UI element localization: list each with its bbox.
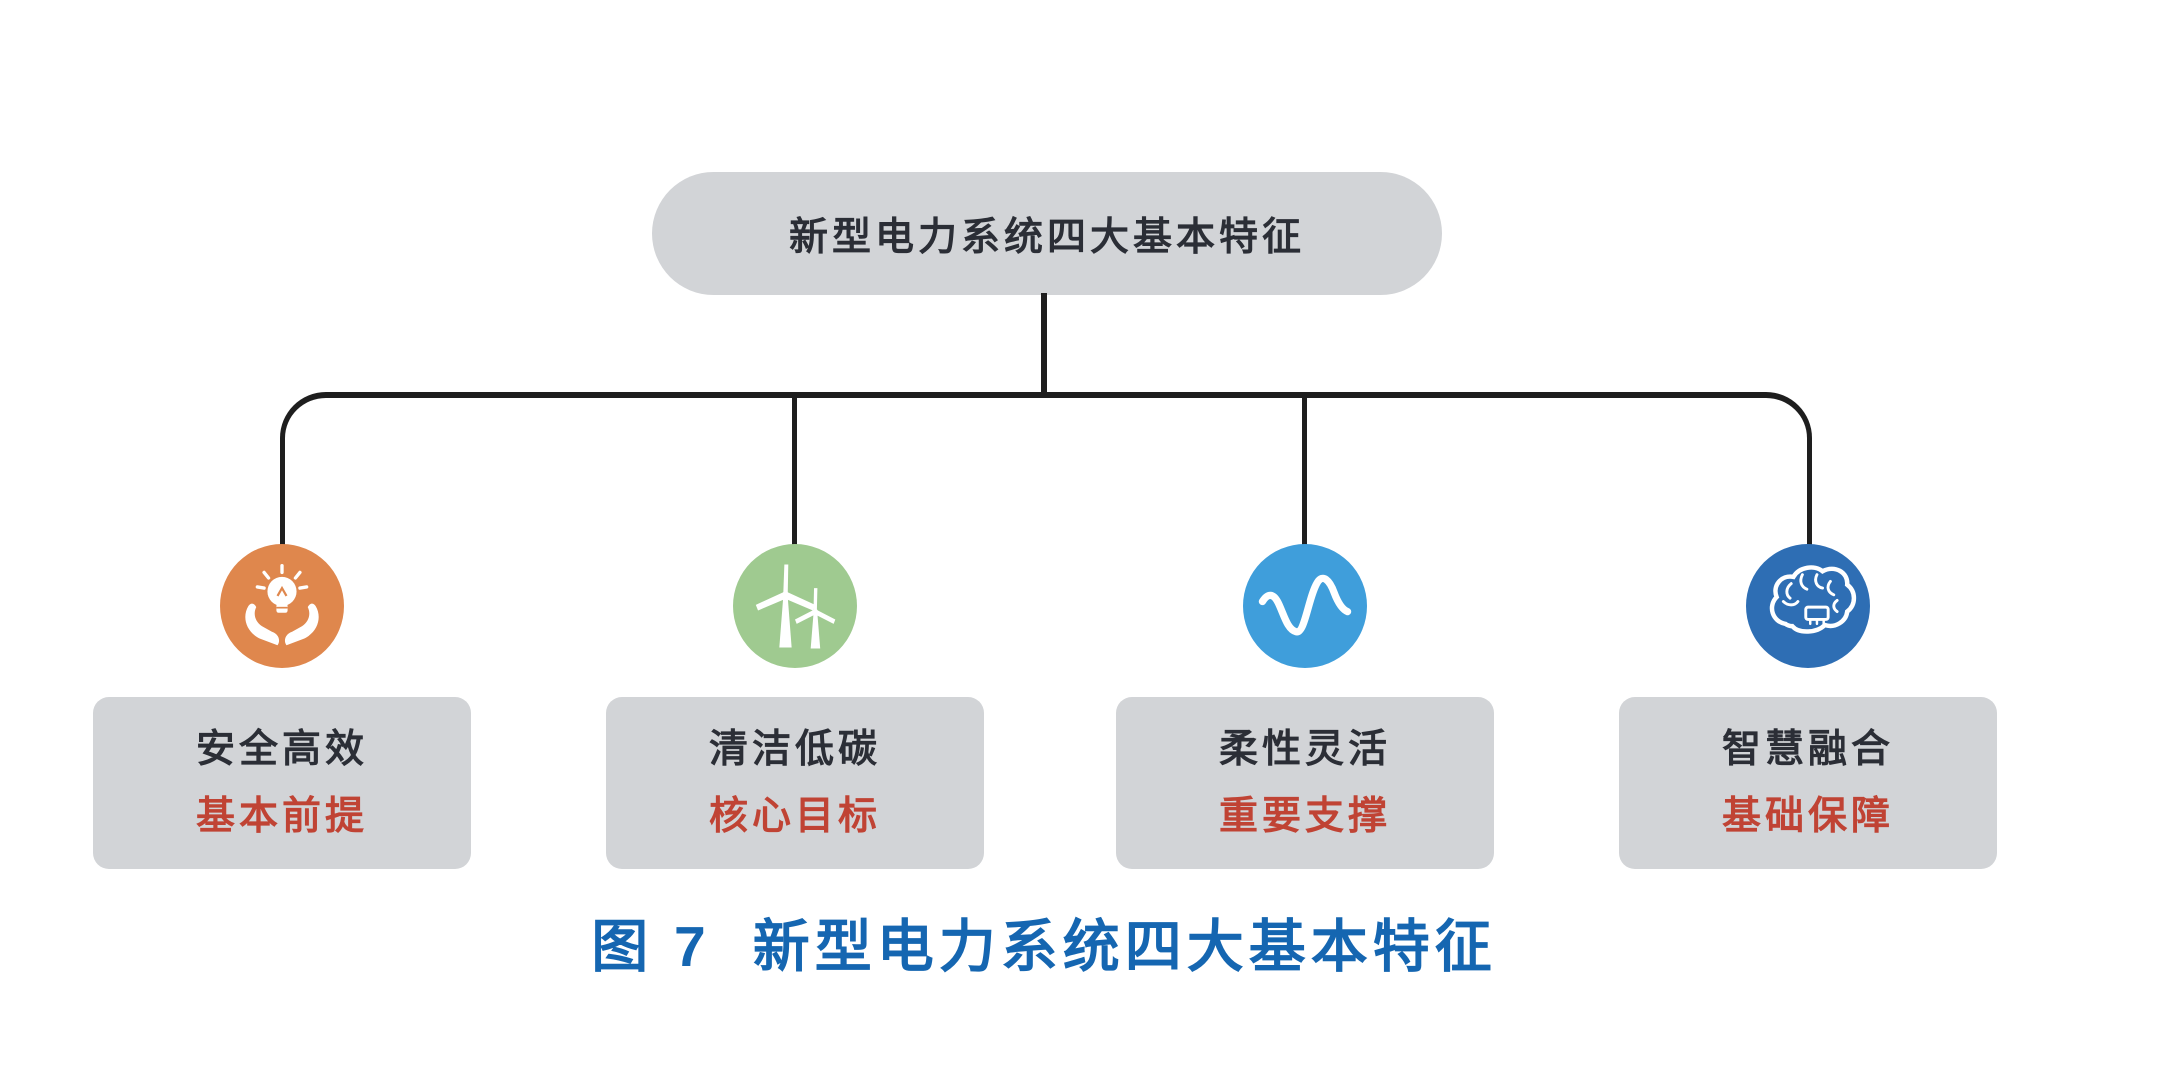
root-node: 新型电力系统四大基本特征 (652, 172, 1442, 295)
feature-box-flexible: 柔性灵活 重要支撑 (1116, 697, 1494, 869)
branch-bracket-line (280, 392, 1812, 547)
branch-2-icon-circle (733, 544, 857, 668)
feature-name: 柔性灵活 (1218, 728, 1391, 771)
root-node-label: 新型电力系统四大基本特征 (788, 215, 1305, 259)
figure-caption-title: 新型电力系统四大基本特征 (752, 915, 1497, 979)
feature-role: 核心目标 (708, 795, 881, 838)
branch-drop-line-3 (1302, 397, 1307, 547)
feature-box-smart: 智慧融合 基础保障 (1619, 697, 1997, 869)
feature-name: 清洁低碳 (708, 728, 881, 771)
feature-box-safety: 安全高效 基本前提 (93, 697, 471, 869)
feature-name: 安全高效 (195, 728, 368, 771)
feature-role: 重要支撑 (1218, 795, 1391, 838)
feature-name: 智慧融合 (1721, 728, 1894, 771)
figure-caption: 图 7 新型电力系统四大基本特征 (0, 901, 2088, 983)
figure-caption-number: 图 7 (591, 915, 711, 979)
trunk-connector-line (1041, 293, 1047, 395)
hands-lightbulb-icon (245, 564, 319, 646)
branch-4-icon-circle (1746, 544, 1870, 668)
feature-role: 基本前提 (195, 795, 368, 838)
wind-turbines-icon (755, 564, 836, 649)
branch-drop-line-2 (792, 397, 797, 547)
sine-wave-icon (1258, 574, 1352, 636)
brain-circuit-icon (1769, 565, 1857, 634)
feature-role: 基础保障 (1721, 795, 1894, 838)
feature-box-clean: 清洁低碳 核心目标 (606, 697, 984, 869)
branch-1-icon-circle (220, 544, 344, 668)
branch-3-icon-circle (1243, 544, 1367, 668)
